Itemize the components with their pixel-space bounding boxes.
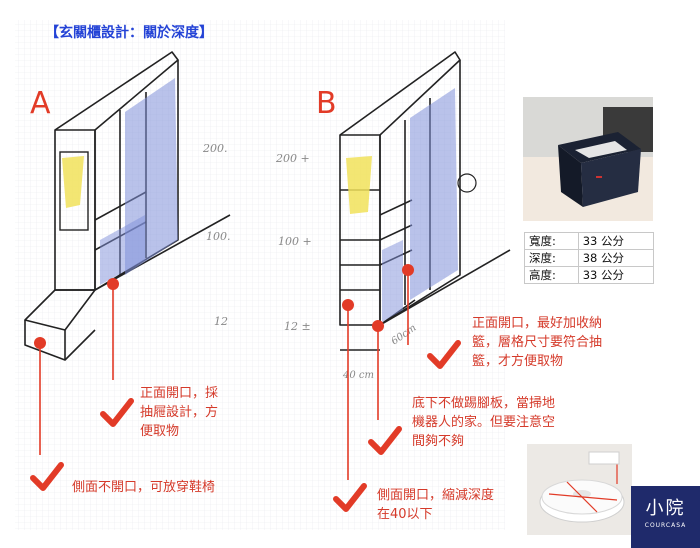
brand-logo: 小院 COURCASA <box>631 486 700 548</box>
mark-b-60cm: 60cm <box>389 322 418 347</box>
table-row: 高度: 33 公分 <box>524 266 655 284</box>
note-a-side: 側面不開口，可放穿鞋椅 <box>72 480 216 495</box>
table-row: 寬度: 33 公分 <box>524 232 655 250</box>
label-b: B <box>316 86 337 121</box>
logo-sub: COURCASA <box>644 522 687 529</box>
note-b-front: 正面開口，最好加收納 籃，層格尺寸要符合抽 籃，才方便取物 <box>472 316 603 369</box>
mark-a-12: 12 <box>214 315 228 328</box>
check-icon <box>368 426 402 455</box>
mark-b-200: 200 + <box>275 152 310 165</box>
sketch-b: 200 + 100 + 12 ± 60cm 40 cm <box>275 51 511 480</box>
spec-value: 33 公分 <box>577 232 655 250</box>
label-a: A <box>30 86 51 121</box>
check-icon <box>333 483 367 512</box>
mark-b-40cm: 40 cm <box>342 370 374 381</box>
note-b-bottom: 底下不做踢腳板，當掃地 機器人的家。但要注意空 間夠不夠 <box>412 396 556 449</box>
mark-b-100: 100 + <box>278 235 312 248</box>
mark-b-12: 12 ± <box>284 320 311 333</box>
page-title: 【玄關櫃設計：關於深度】 <box>45 25 213 41</box>
check-icon <box>427 340 461 369</box>
check-icon <box>100 398 134 427</box>
spec-label: 高度: <box>524 266 579 284</box>
mark-a-100: 100. <box>206 230 231 243</box>
note-a-front: 正面開口，採 抽屜設計，方 便取物 <box>140 386 219 439</box>
spec-value: 33 公分 <box>577 266 655 284</box>
robot-vacuum-photo <box>527 444 632 535</box>
mark-a-200: 200. <box>202 142 228 155</box>
check-icon <box>30 462 64 491</box>
sketch-a: 200. 100. 12 <box>24 51 231 455</box>
storage-box-photo <box>523 97 653 221</box>
spec-table: 寬度: 33 公分 深度: 38 公分 高度: 33 公分 <box>524 232 655 284</box>
spec-label: 寬度: <box>524 232 579 250</box>
spec-value: 38 公分 <box>577 249 655 267</box>
note-b-side: 側面開口，縮減深度 在40以下 <box>377 488 495 522</box>
table-row: 深度: 38 公分 <box>524 249 655 267</box>
logo-name: 小院 <box>645 498 686 519</box>
spec-label: 深度: <box>524 249 579 267</box>
